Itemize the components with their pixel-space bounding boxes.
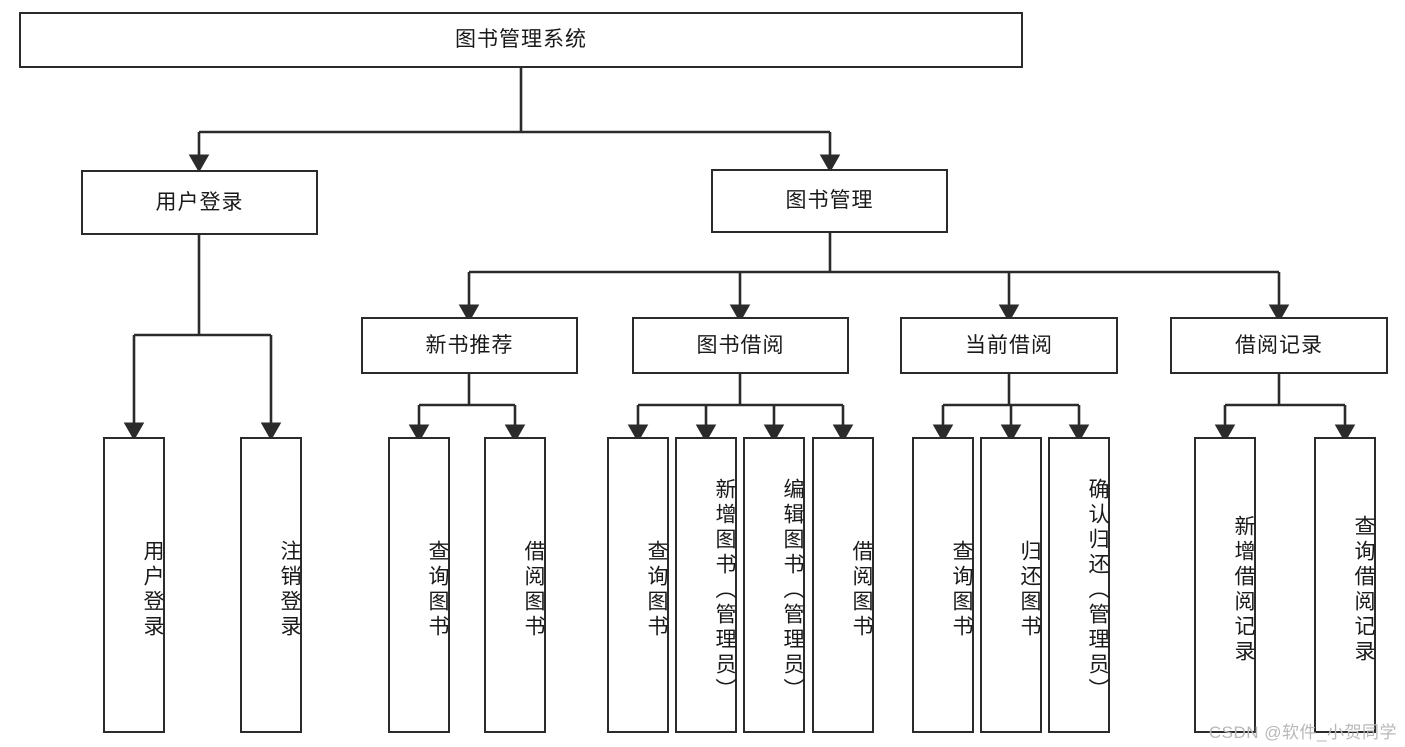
leaf-current-query-book[interactable]: 查询图书 — [912, 437, 974, 733]
leaf-record-query-record[interactable]: 查询借阅记录 — [1314, 437, 1376, 733]
leaf-recommend-query-book[interactable]: 查询图书 — [388, 437, 450, 733]
leaf-current-confirm-return-admin[interactable]: 确认归还（管理员） — [1048, 437, 1110, 733]
leaf-recommend-borrow-book[interactable]: 借阅图书 — [484, 437, 546, 733]
node-new-book-recommend[interactable]: 新书推荐 — [361, 317, 578, 374]
leaf-borrow-borrow-book[interactable]: 借阅图书 — [812, 437, 874, 733]
leaf-label: 编辑图书（管理员） — [781, 477, 804, 703]
leaf-label: 借阅图书 — [522, 540, 545, 640]
node-borrow-record[interactable]: 借阅记录 — [1170, 317, 1388, 374]
leaf-label: 归还图书 — [1018, 540, 1041, 640]
leaf-label: 查询图书 — [426, 540, 449, 640]
watermark-text: CSDN @软件_小贺同学 — [1208, 723, 1397, 742]
leaf-user-login-signout[interactable]: 注销登录 — [240, 437, 302, 733]
leaf-borrow-edit-book-admin[interactable]: 编辑图书（管理员） — [743, 437, 805, 733]
leaf-label: 注销登录 — [278, 540, 301, 640]
leaf-label: 查询图书 — [645, 540, 668, 640]
leaf-label: 用户登录 — [141, 540, 164, 640]
leaf-label: 确认归还（管理员） — [1086, 477, 1109, 703]
leaf-label: 新增图书（管理员） — [713, 477, 736, 703]
leaf-label: 借阅图书 — [850, 540, 873, 640]
node-user-login[interactable]: 用户登录 — [81, 170, 318, 235]
leaf-label: 查询借阅记录 — [1352, 515, 1375, 665]
leaf-borrow-query-book[interactable]: 查询图书 — [607, 437, 669, 733]
node-book-borrow[interactable]: 图书借阅 — [632, 317, 849, 374]
leaf-label: 查询图书 — [950, 540, 973, 640]
leaf-user-login-signin[interactable]: 用户登录 — [103, 437, 165, 733]
leaf-current-return-book[interactable]: 归还图书 — [980, 437, 1042, 733]
leaf-label: 新增借阅记录 — [1232, 515, 1255, 665]
node-book-management[interactable]: 图书管理 — [711, 169, 948, 233]
leaf-record-add-record[interactable]: 新增借阅记录 — [1194, 437, 1256, 733]
leaf-borrow-add-book-admin[interactable]: 新增图书（管理员） — [675, 437, 737, 733]
node-root-system[interactable]: 图书管理系统 — [19, 12, 1023, 68]
node-current-borrow[interactable]: 当前借阅 — [900, 317, 1118, 374]
